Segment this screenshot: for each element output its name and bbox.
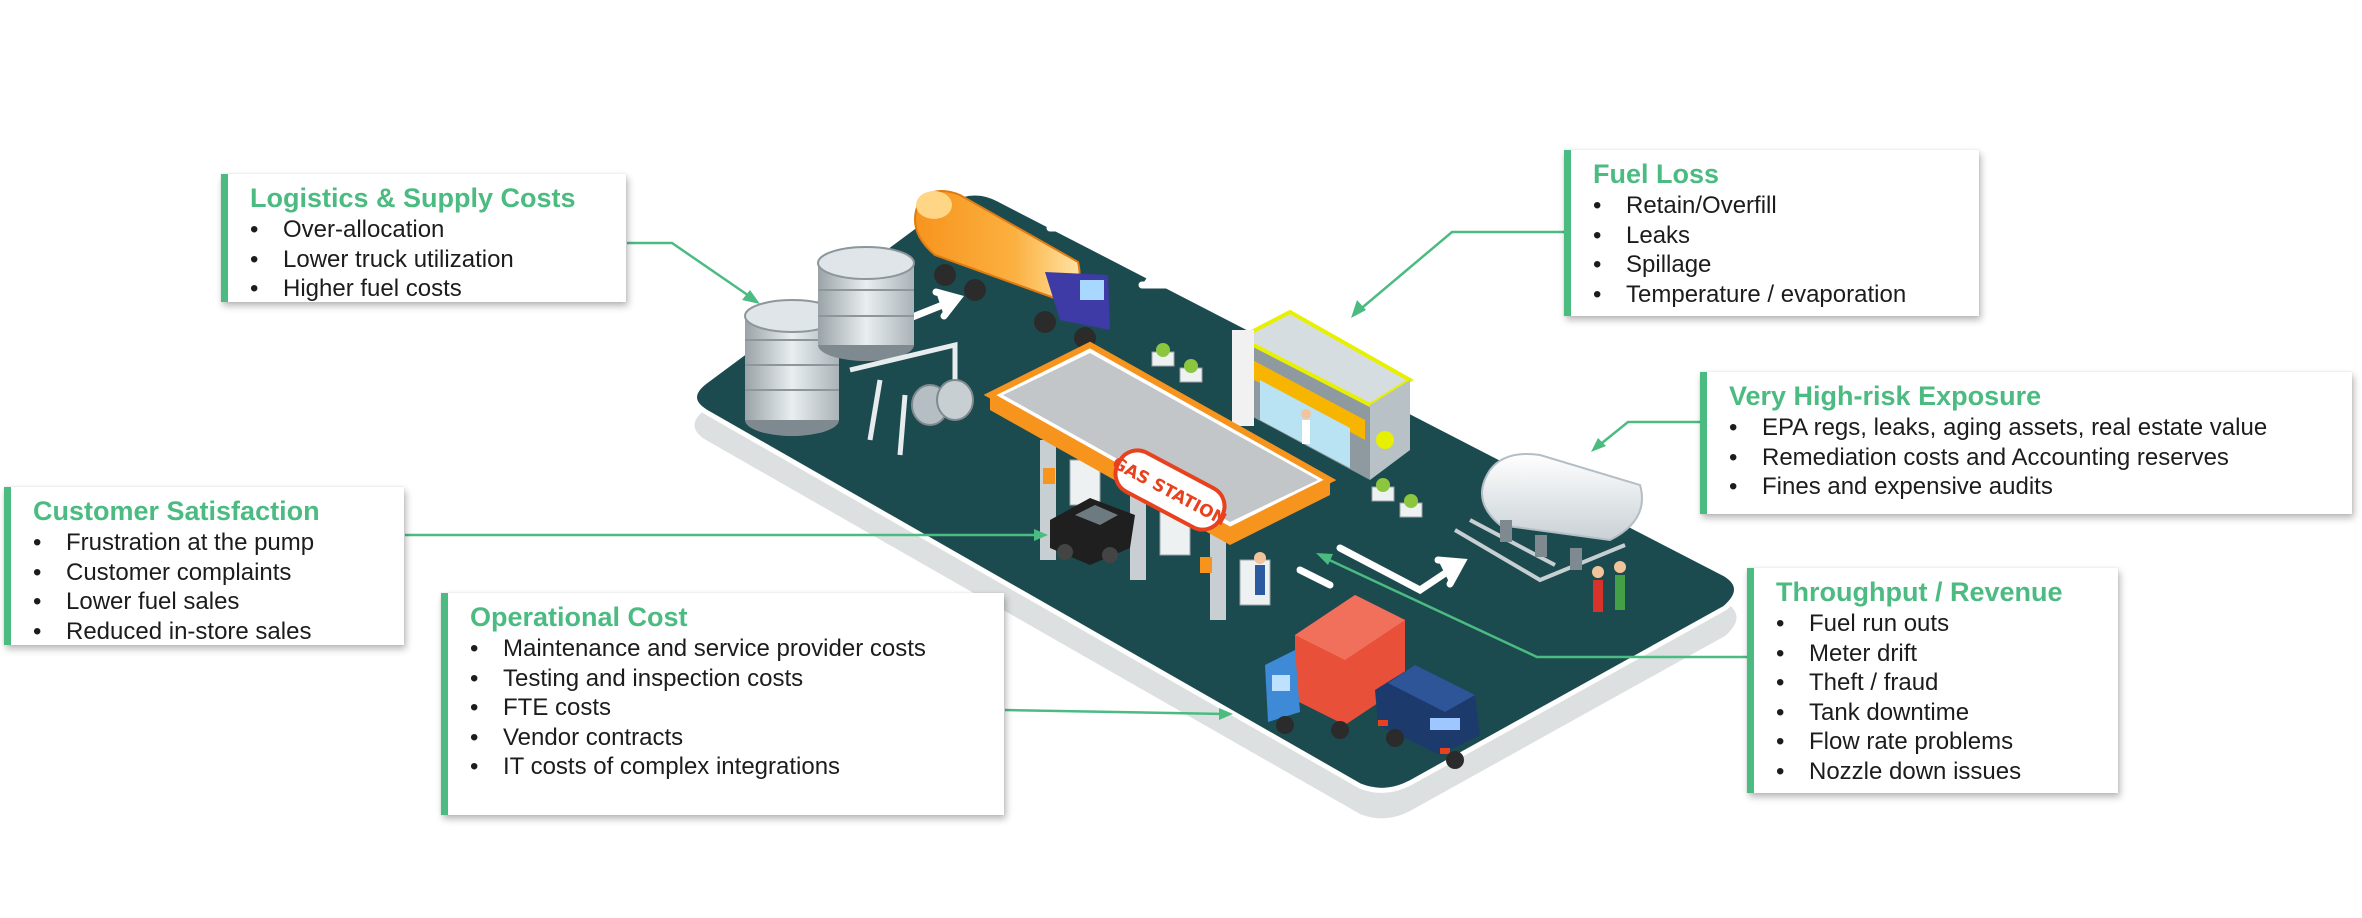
list-item: Tank downtime	[1776, 698, 2098, 728]
callout-title: Throughput / Revenue	[1776, 577, 2063, 607]
list-item: Spillage	[1593, 250, 1959, 280]
list-item: Remediation costs and Accounting reserve…	[1729, 443, 2332, 473]
callout-title: Customer Satisfaction	[33, 496, 320, 526]
list-item: Higher fuel costs	[250, 274, 606, 304]
list-item: Maintenance and service provider costs	[470, 634, 984, 664]
list-item: Lower truck utilization	[250, 245, 606, 275]
callout-list: Frustration at the pump Customer complai…	[33, 528, 384, 646]
list-item: Testing and inspection costs	[470, 664, 984, 694]
callout-throughput-revenue: Throughput / Revenue Fuel run outs Meter…	[1747, 568, 2118, 793]
storage-silos	[744, 246, 974, 456]
list-item: Flow rate problems	[1776, 727, 2098, 757]
callout-title: Very High-risk Exposure	[1729, 381, 2042, 411]
callout-customer-satisfaction: Customer Satisfaction Frustration at the…	[4, 487, 404, 646]
callout-list: Retain/Overfill Leaks Spillage Temperatu…	[1593, 191, 1959, 309]
list-item: Fuel run outs	[1776, 609, 2098, 639]
callout-title: Logistics & Supply Costs	[250, 183, 576, 213]
callout-list: EPA regs, leaks, aging assets, real esta…	[1729, 413, 2332, 502]
list-item: EPA regs, leaks, aging assets, real esta…	[1729, 413, 2332, 443]
connector-arrowheads	[742, 290, 1606, 720]
callout-fuel-loss: Fuel Loss Retain/Overfill Leaks Spillage…	[1564, 150, 1979, 316]
black-car	[1050, 498, 1135, 565]
delivery-van	[1375, 665, 1480, 769]
callout-logistics-supply-costs: Logistics & Supply Costs Over-allocation…	[221, 174, 626, 304]
road-arrows	[906, 224, 1468, 595]
list-item: Frustration at the pump	[33, 528, 384, 558]
callout-list: Fuel run outs Meter drift Theft / fraud …	[1776, 609, 2098, 786]
callout-title: Fuel Loss	[1593, 159, 1720, 189]
list-item: Customer complaints	[33, 558, 384, 588]
list-item: Retain/Overfill	[1593, 191, 1959, 221]
fuel-tanker-truck	[914, 190, 1110, 349]
callout-high-risk-exposure: Very High-risk Exposure EPA regs, leaks,…	[1700, 372, 2352, 514]
list-item: Nozzle down issues	[1776, 757, 2098, 787]
list-item: Lower fuel sales	[33, 587, 384, 617]
callout-list: Maintenance and service provider costs T…	[470, 634, 984, 782]
list-item: Leaks	[1593, 221, 1959, 251]
list-item: Temperature / evaporation	[1593, 280, 1959, 310]
list-item: IT costs of complex integrations	[470, 752, 984, 782]
callout-list: Over-allocation Lower truck utilization …	[250, 215, 606, 304]
list-item: Fines and expensive audits	[1729, 472, 2332, 502]
list-item: Reduced in-store sales	[33, 617, 384, 647]
lng-tank	[1453, 453, 1643, 583]
callout-title: Operational Cost	[470, 602, 688, 632]
connector-lines	[405, 230, 1748, 716]
list-item: Over-allocation	[250, 215, 606, 245]
station-attendants	[1254, 409, 1626, 612]
planters	[1151, 351, 1423, 518]
list-item: FTE costs	[470, 693, 984, 723]
gas-station-canopy	[983, 341, 1337, 620]
callout-operational-cost: Operational Cost Maintenance and service…	[441, 593, 1004, 815]
list-item: Vendor contracts	[470, 723, 984, 753]
list-item: Meter drift	[1776, 639, 2098, 669]
list-item: Theft / fraud	[1776, 668, 2098, 698]
